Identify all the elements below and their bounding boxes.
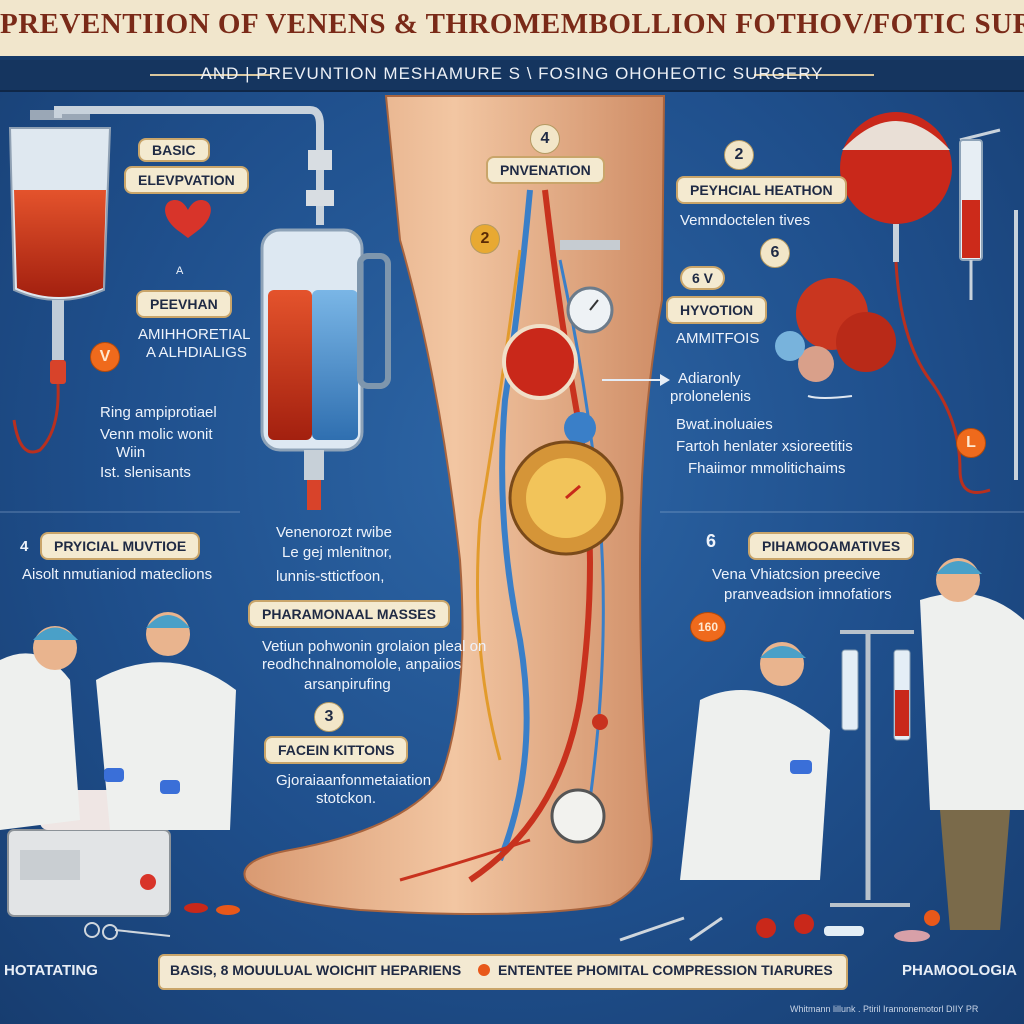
hyvotion-label: HYVOTION: [666, 296, 768, 324]
physical-number: 4: [20, 538, 29, 555]
heathon-label: PEYHCIAL HEATHON: [676, 176, 847, 204]
bottom-right-text: ENTENTEE PHOMITAL COMPRESSION TIARURES: [498, 962, 833, 978]
surgeon-figures-right: [680, 558, 1024, 930]
surgical-scissors-icon: [84, 903, 940, 942]
orange-badge-top: L: [956, 428, 986, 458]
dual-number-badge: 6 V: [680, 266, 726, 290]
right-bullet-3: Fhaiimor mmolitichaims: [688, 460, 846, 477]
surgeon-figures-left: [0, 612, 236, 917]
center-bullet-2: Le gej mlenitnor,: [282, 544, 393, 561]
right-bullet-1: Bwat.inoluaies: [676, 416, 773, 433]
v-badge: V: [90, 342, 120, 372]
peevhan-desc-line2: A ALHDIALIGS: [146, 344, 247, 361]
right-corner-label: PHAMOOLOGIA: [902, 962, 1017, 979]
title-banner: [0, 0, 1024, 60]
right-number-2: 2: [724, 140, 754, 170]
pharmo-desc-line2: pranveadsion imnofatiors: [724, 586, 892, 603]
center-bullet-3: lunnis-sttictfoon,: [276, 568, 385, 585]
facein-label: FACEIN KITTONS: [264, 736, 409, 764]
pharmo-label: PIHAMOOAMATIVES: [748, 532, 915, 560]
heathon-desc: Vemndoctelen tives: [680, 212, 811, 229]
pharmo-desc-line1: Vena Vhiatcsion preecive: [712, 566, 881, 583]
facein-desc-line1: Gjoraiaanfonmetaiation: [276, 772, 432, 789]
center-number-3: 3: [314, 702, 344, 732]
facein-desc-line2: stotckon.: [316, 790, 377, 807]
basic-elevation-label-line1: BASIC: [138, 138, 210, 162]
right-bullet-2: Fartoh henlater xsioreetitis: [676, 438, 853, 455]
pharma-desc-line2: reodhchnalnomolole, anpaiios: [262, 656, 462, 673]
peevhan-desc-line1: AMIHHORETIAL: [138, 326, 251, 343]
physical-desc: Aisolt nmutianiod mateclions: [22, 566, 213, 583]
footnote: Whitmann lillunk . Ptiril Irannonemotorl…: [790, 1004, 979, 1014]
subtitle-rule-left: [150, 74, 270, 76]
bottom-separator-dot: [478, 964, 490, 976]
arrow-note-line2: prolonelenis: [670, 388, 751, 405]
peevhan-label: PEEVHAN: [136, 290, 232, 318]
pharma-desc-line3: arsanpirufing: [304, 676, 391, 693]
hyvotion-desc: AMMITFOIS: [676, 330, 760, 347]
subtitle-banner: [0, 60, 1024, 92]
prevention-label: PNVENATION: [486, 156, 605, 184]
left-bullet-2: Venn molic wonit: [100, 426, 213, 443]
left-bullet-1: Ring ampiprotiael: [100, 404, 217, 421]
physical-label: PRYICIAL MUVTIOE: [40, 532, 201, 560]
pharma-label: PHARAMONAAL MASSES: [248, 600, 450, 628]
arrow-note-line1: Adiaronly: [678, 370, 741, 387]
basic-elevation-label-line2: ELEVPVATION: [124, 166, 249, 194]
left-bullet-4: Ist. slenisants: [100, 464, 191, 481]
left-corner-label: HOTATATING: [4, 962, 98, 979]
gold-badge-2: 2: [470, 224, 500, 254]
blood-cell-icon: [840, 112, 991, 494]
bottom-left-text: BASIS, 8 MOUULUAL WOICHIT HEPARIENS: [170, 962, 462, 978]
orange-badge-160: 160: [690, 612, 726, 642]
page-subtitle: AND | PREVUNTION MESHAMURE S \ FOSING OH…: [200, 64, 824, 83]
pharma-desc-line1: Vetiun pohwonin grolaion pleal on: [262, 638, 487, 655]
subtitle-rule-right: [754, 74, 874, 76]
right-number-6: 6: [760, 238, 790, 268]
page-title: PREVENTIION OF VENENS & THROMEMBOLLION F…: [0, 8, 1024, 40]
heart-icon: [165, 200, 211, 238]
small-marker: A: [176, 265, 184, 277]
iv-bag-icon: [8, 110, 112, 454]
bottom-summary-bar: [158, 954, 848, 990]
center-badge-4: 4: [530, 124, 560, 154]
compression-pump-icon: [260, 228, 391, 510]
leg-illustration: [243, 95, 666, 915]
iv-stand-icon: [830, 630, 914, 907]
left-bullet-3: Wiin: [116, 444, 146, 461]
right-six-number: 6: [706, 531, 717, 551]
syringe-icon: [959, 128, 1018, 480]
center-bullet-1: Venenorozt rwibe: [276, 524, 392, 541]
